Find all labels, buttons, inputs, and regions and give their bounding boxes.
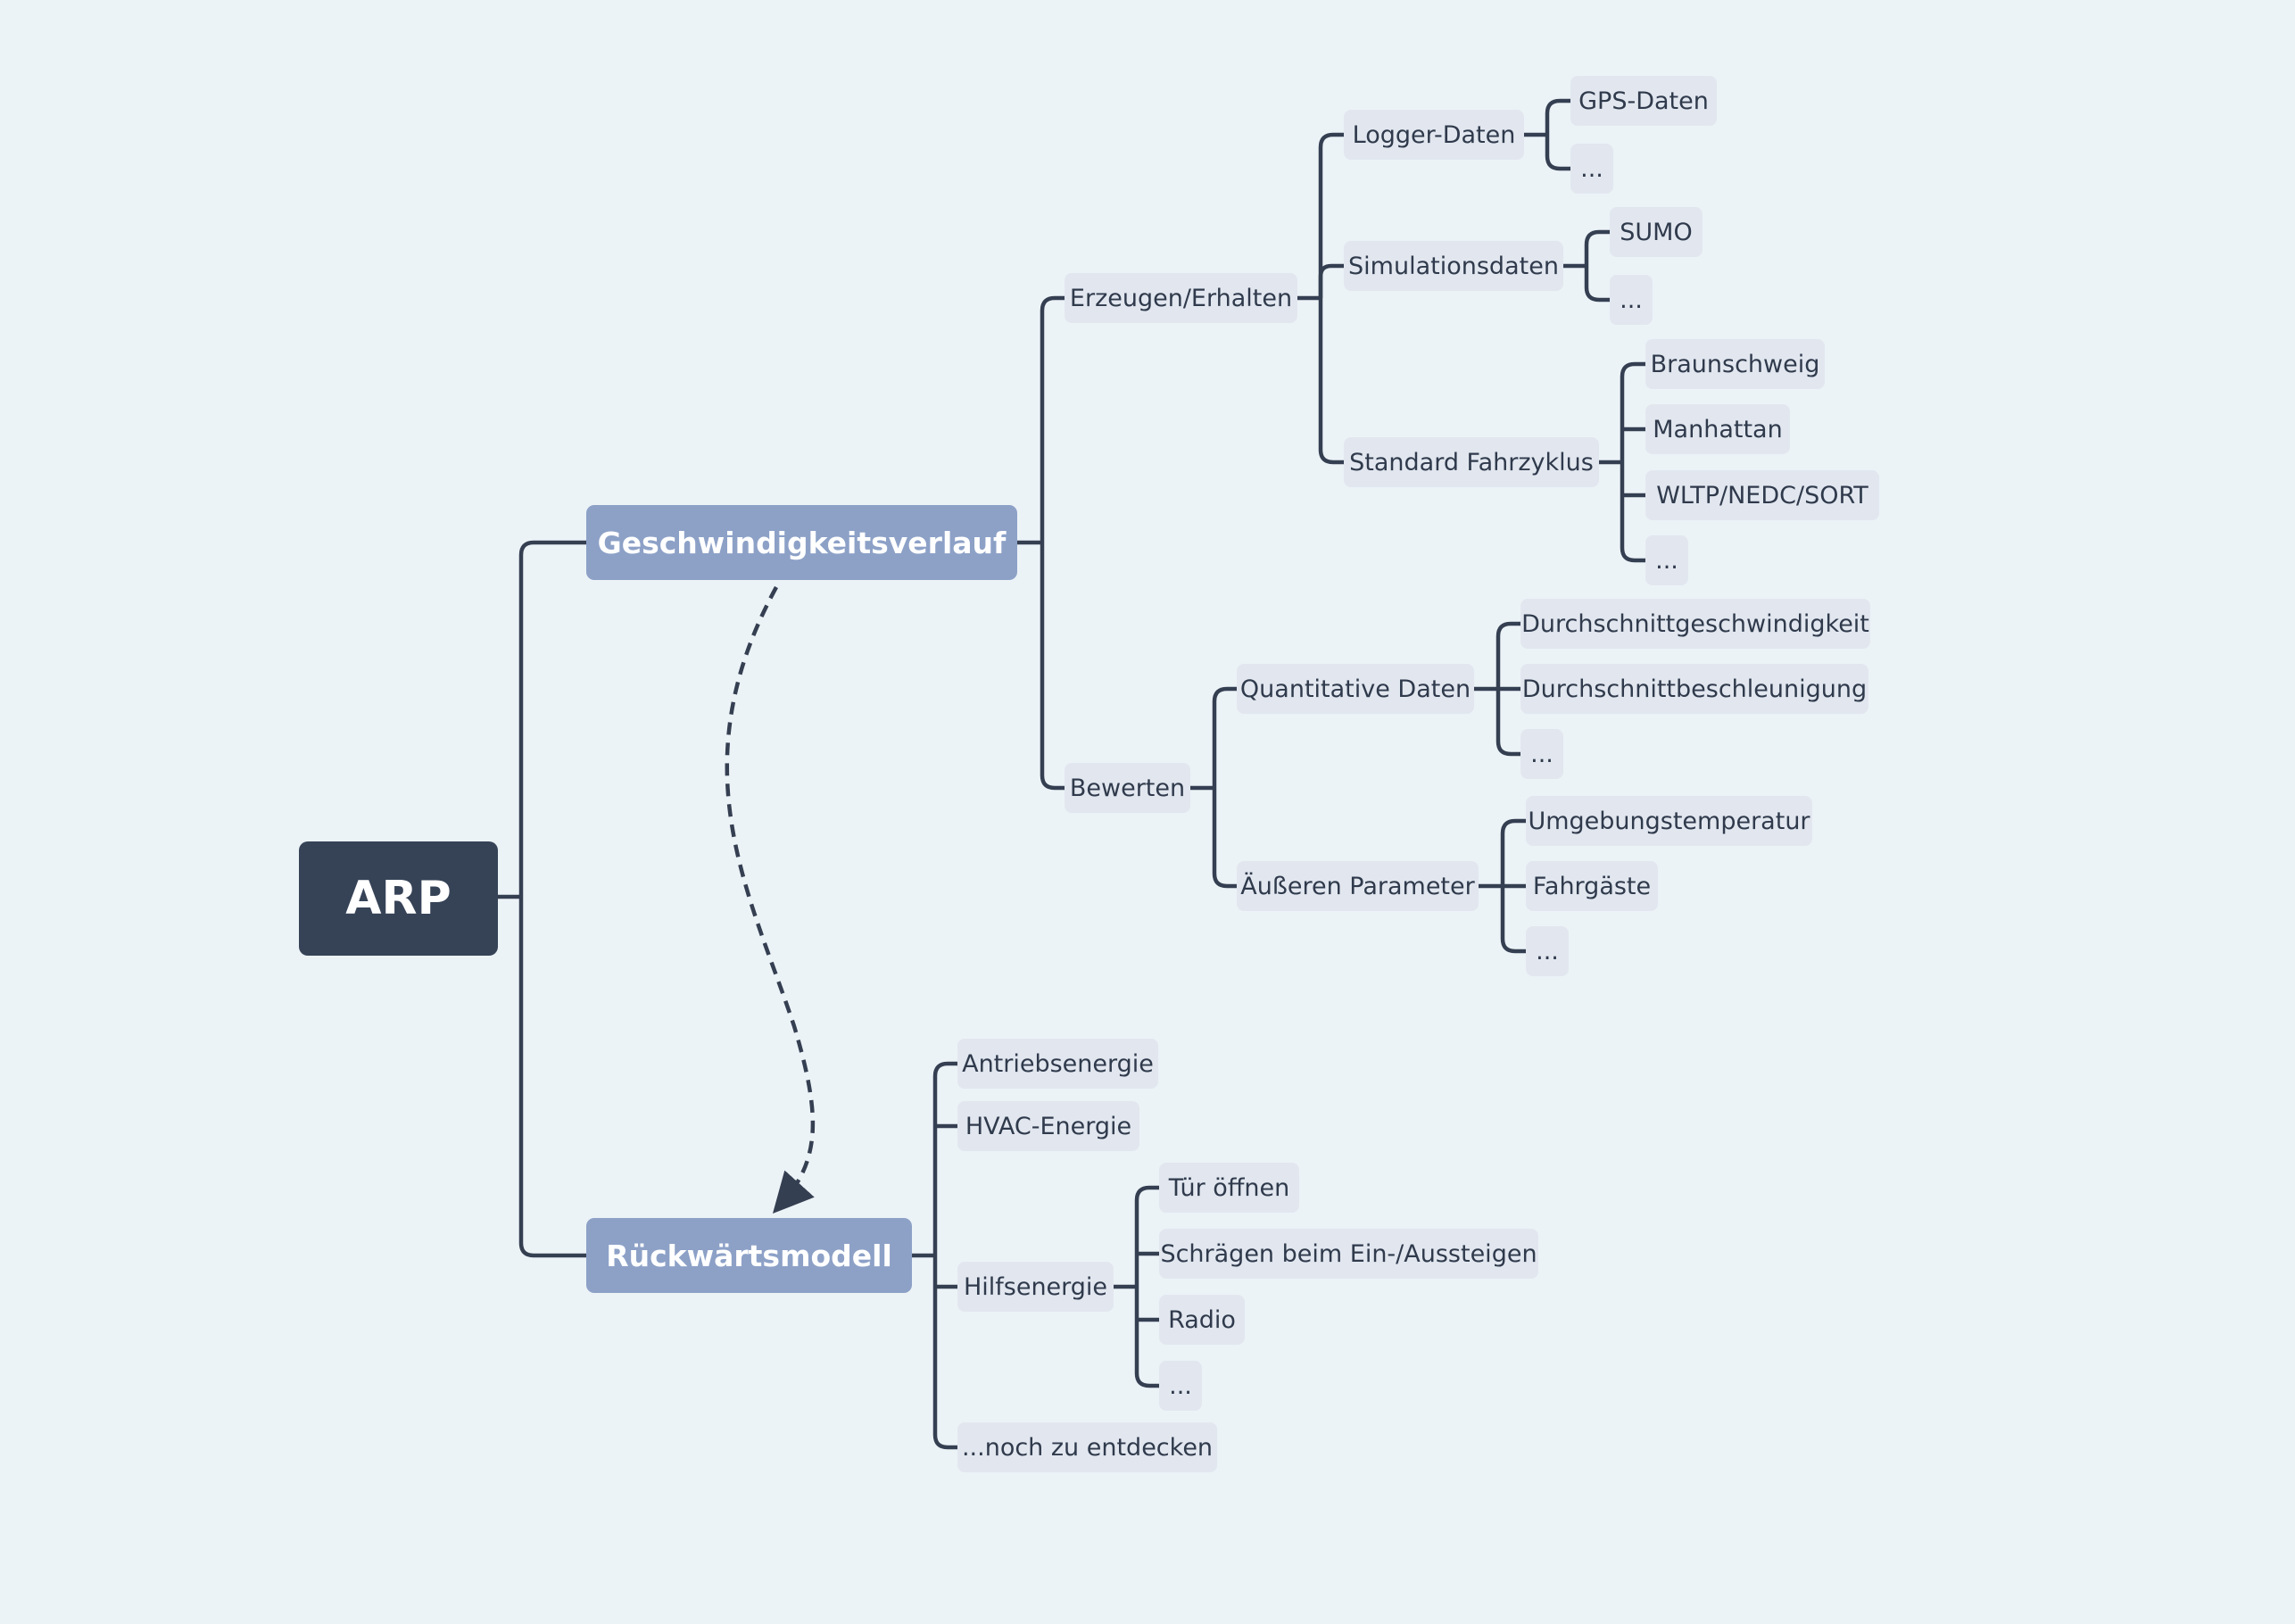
connector-evaluate-quant <box>1212 686 1237 788</box>
connector-create-cycle <box>1318 298 1344 465</box>
topic-logger-more[interactable]: ... <box>1570 144 1613 194</box>
connector-logger-more <box>1545 135 1570 171</box>
connector-create-sim <box>1318 263 1344 298</box>
connector-aux-4 <box>1134 1287 1159 1388</box>
topic-params[interactable]: Äußeren Parameter <box>1237 861 1479 911</box>
connector-create-logger <box>1318 132 1344 298</box>
topic-evaluate[interactable]: Bewerten <box>1065 763 1190 813</box>
topic-logger[interactable]: Logger-Daten <box>1344 110 1524 160</box>
topic-create[interactable]: Erzeugen/Erhalten <box>1065 273 1297 323</box>
topic-sumo[interactable]: SUMO <box>1610 207 1703 257</box>
connector-quant-3 <box>1495 689 1520 757</box>
connector-logger-gps <box>1545 98 1570 135</box>
topic-aux-more[interactable]: ... <box>1159 1361 1202 1411</box>
connector-cycle-4 <box>1620 462 1645 563</box>
topic-quant[interactable]: Quantitative Daten <box>1237 664 1474 714</box>
topic-to-discover[interactable]: ...noch zu entdecken <box>957 1422 1217 1472</box>
topic-gps[interactable]: GPS-Daten <box>1570 76 1717 126</box>
main-topic-speed[interactable]: Geschwindigkeitsverlauf <box>586 505 1017 580</box>
connector-speed-evaluate <box>1040 543 1065 791</box>
connector-sim-sumo <box>1584 229 1610 266</box>
topic-braunschweig[interactable]: Braunschweig <box>1645 339 1825 389</box>
topic-aux-energy[interactable]: Hilfsenergie <box>957 1262 1114 1312</box>
topic-cycle[interactable]: Standard Fahrzyklus <box>1344 437 1599 487</box>
connector-root-speed <box>518 540 586 897</box>
connector-root-backward <box>518 897 586 1258</box>
topic-avg-speed[interactable]: Durchschnittgeschwindigkeit <box>1520 599 1870 649</box>
topic-quant-more[interactable]: ... <box>1520 729 1563 779</box>
topic-avg-accel[interactable]: Durchschnittbeschleunigung <box>1520 664 1868 714</box>
topic-passengers[interactable]: Fahrgäste <box>1526 861 1658 911</box>
topic-sim[interactable]: Simulationsdaten <box>1344 241 1563 291</box>
connector-aux-1 <box>1134 1185 1159 1287</box>
connector-cycle-1 <box>1620 361 1645 462</box>
topic-hvac-energy[interactable]: HVAC-Energie <box>957 1101 1139 1151</box>
topic-radio[interactable]: Radio <box>1159 1295 1245 1345</box>
connector-speed-create <box>1040 295 1065 543</box>
topic-door-open[interactable]: Tür öffnen <box>1159 1163 1299 1213</box>
topic-manhattan[interactable]: Manhattan <box>1645 404 1790 454</box>
topic-ramp[interactable]: Schrägen beim Ein-/Aussteigen <box>1159 1229 1538 1279</box>
topic-cycle-more[interactable]: ... <box>1645 535 1688 585</box>
connector-backward-drive <box>932 1061 957 1255</box>
root-topic[interactable]: ARP <box>299 841 498 956</box>
connector-sim-more <box>1584 266 1610 302</box>
topic-temperature[interactable]: Umgebungstemperatur <box>1526 796 1812 846</box>
connector-params-1 <box>1500 818 1526 886</box>
connector-backward-more <box>932 1255 957 1450</box>
connector-params-3 <box>1500 886 1526 954</box>
topic-sim-more[interactable]: ... <box>1610 275 1653 325</box>
topic-params-more[interactable]: ... <box>1526 926 1569 976</box>
topic-drive-energy[interactable]: Antriebsenergie <box>957 1039 1158 1089</box>
connector-evaluate-params <box>1212 788 1237 889</box>
connector-quant-1 <box>1495 621 1520 689</box>
topic-wltp[interactable]: WLTP/NEDC/SORT <box>1645 470 1879 520</box>
main-topic-backward[interactable]: Rückwärtsmodell <box>586 1218 912 1293</box>
relationship-arrow[interactable] <box>725 585 816 1214</box>
